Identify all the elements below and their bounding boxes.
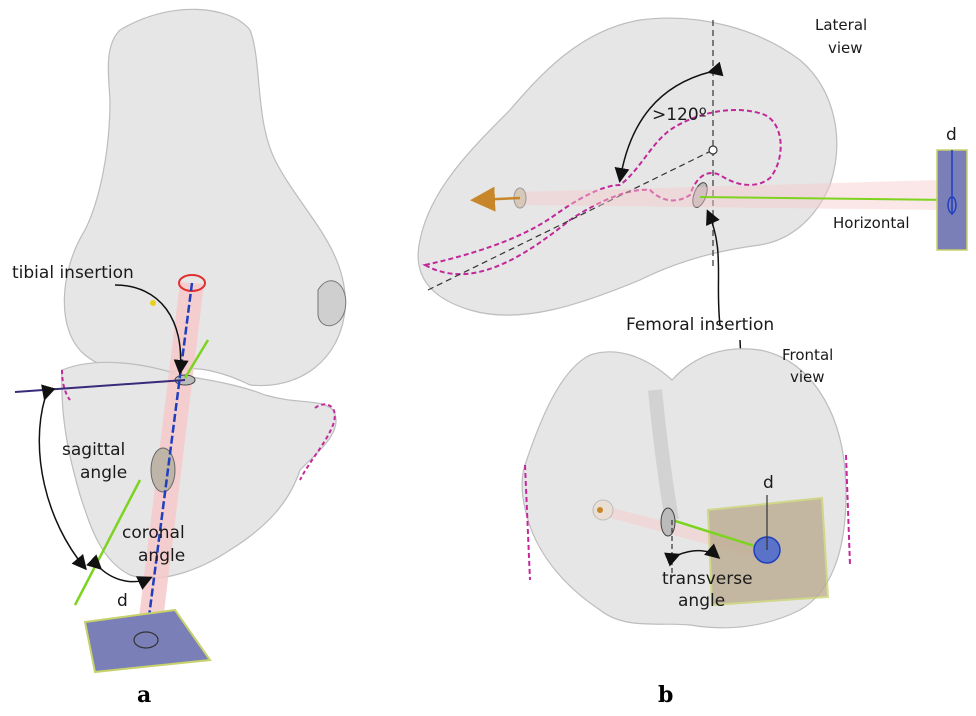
sagittal-angle-label-2: angle <box>80 463 127 483</box>
panel-b-label: b <box>658 682 673 708</box>
lateral-view-label-1: Lateral <box>815 16 867 34</box>
d-label-frontal: d <box>763 473 774 493</box>
angle-label: >120º <box>652 105 707 125</box>
transverse-angle-label-2: angle <box>678 591 725 611</box>
tunnel-oval <box>151 448 175 492</box>
lateral-center-circle <box>709 146 717 154</box>
frontal-edge-right <box>846 455 850 565</box>
femoral-insertion-label: Femoral insertion <box>626 315 774 335</box>
d-square-a <box>85 610 210 672</box>
transverse-angle-label-1: transverse <box>662 569 753 589</box>
d-label-a: d <box>117 591 128 611</box>
femur-shape <box>64 9 345 385</box>
coronal-angle-label-1: coronal <box>122 523 185 543</box>
frontal-orange-dot <box>597 507 603 513</box>
frontal-insertion-oval <box>661 508 675 536</box>
panel-b: Lateral view >120º d Horizontal Femoral … <box>418 16 967 708</box>
horizontal-label: Horizontal <box>833 214 910 232</box>
tibial-insertion-label: tibial insertion <box>12 263 134 283</box>
d-label-lateral: d <box>946 125 957 145</box>
yellow-marker <box>150 300 156 306</box>
frontal-view-label-1: Frontal <box>782 346 833 364</box>
panel-a-label: a <box>137 682 151 708</box>
sagittal-angle-label-1: sagittal <box>62 440 125 460</box>
lateral-view-label-2: view <box>828 39 863 57</box>
coronal-angle-label-2: angle <box>138 546 185 566</box>
panel-a: tibial insertion sagittal angle coronal … <box>12 9 346 708</box>
frontal-view-label-2: view <box>790 368 825 386</box>
